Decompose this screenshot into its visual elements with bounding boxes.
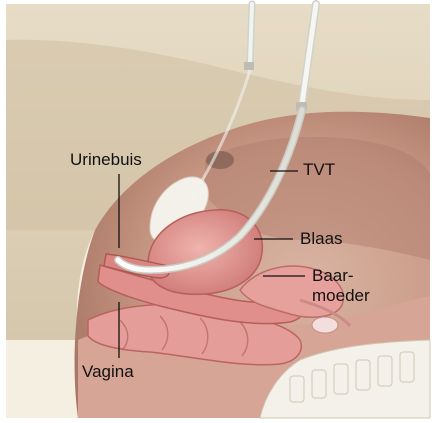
- label-vagina: Vagina: [82, 362, 134, 381]
- label-tvt: TVT: [303, 160, 335, 179]
- label-baarmoeder-line1: Baar-: [312, 266, 370, 286]
- label-baarmoeder: Baar- moeder: [312, 266, 370, 306]
- label-baarmoeder-line2: moeder: [312, 286, 370, 306]
- ovary: [312, 317, 338, 333]
- label-blaas: Blaas: [300, 229, 343, 248]
- label-urinebuis: Urinebuis: [70, 150, 142, 169]
